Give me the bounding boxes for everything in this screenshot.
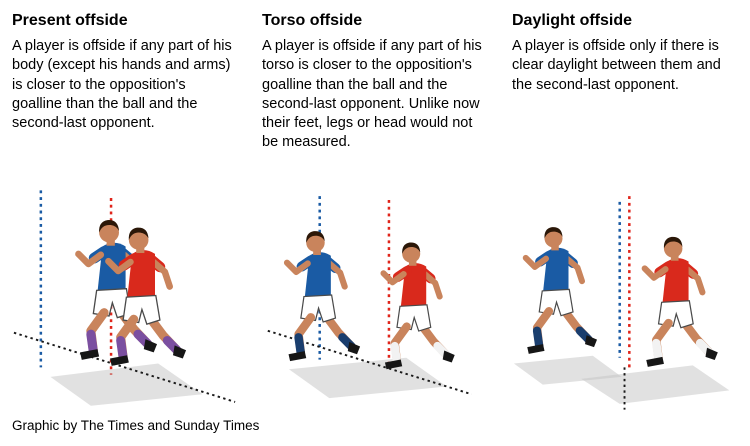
- panel-body-present: A player is offside if any part of his b…: [12, 38, 232, 132]
- panel-body-torso: A player is offside if any part of his t…: [262, 38, 482, 151]
- red-player-figure: [383, 242, 454, 369]
- panel-present-offside: Present offside A player is offside if a…: [12, 10, 238, 414]
- present-offside-illustration: [13, 190, 236, 406]
- panels-row: Present offside A player is offside if a…: [12, 10, 738, 414]
- panel-title-daylight: Daylight offside: [512, 12, 633, 29]
- panel-torso-offside: Torso offside A player is offside if any…: [262, 10, 488, 414]
- torso-offside-illustration: [267, 196, 472, 399]
- panel-title-present: Present offside: [12, 12, 128, 29]
- credit-line: Graphic by The Times and Sunday Times: [12, 418, 260, 433]
- goalline-ground: [13, 331, 236, 403]
- red-player-figure: [645, 237, 718, 367]
- daylight-offside-illustration: [513, 196, 730, 410]
- blue-player-figure: [287, 231, 360, 361]
- panel-daylight-offside: Daylight offside A player is offside onl…: [512, 10, 738, 414]
- players-shadow: [50, 363, 203, 406]
- present-offside-figure: [12, 186, 238, 414]
- panel-body-daylight: A player is offside only if there is cle…: [512, 38, 721, 93]
- torso-offside-figure: [262, 186, 488, 414]
- blue-player-figure: [526, 227, 597, 354]
- panel-title-torso: Torso offside: [262, 12, 363, 29]
- red-player-shadow: [581, 365, 730, 404]
- players-shadow: [288, 357, 447, 399]
- daylight-offside-figure: [512, 186, 738, 414]
